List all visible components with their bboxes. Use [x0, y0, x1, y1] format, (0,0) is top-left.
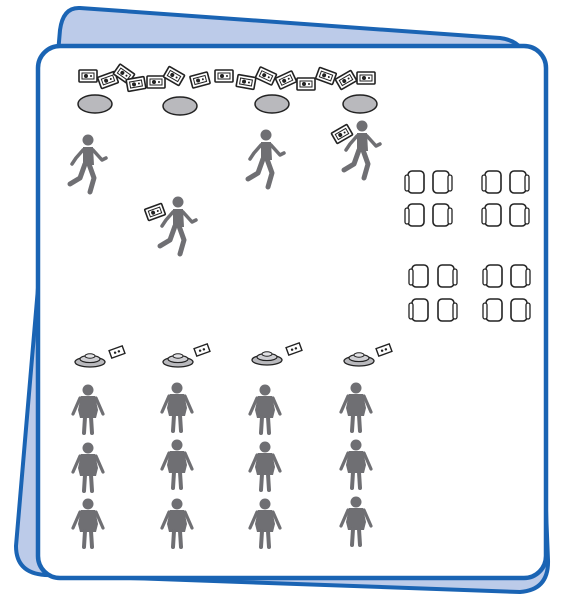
chair-icon — [482, 298, 503, 322]
oval-plate-icon — [77, 94, 113, 114]
chair-icon — [481, 203, 502, 227]
banknote-icon — [125, 75, 147, 93]
chair-icon — [510, 264, 531, 288]
chair-icon — [510, 298, 531, 322]
chair-icon — [437, 298, 458, 322]
chair-icon — [408, 298, 429, 322]
front-card — [35, 43, 549, 581]
banknote-icon — [356, 71, 376, 85]
chair-icon — [404, 170, 425, 194]
chair-icon — [432, 203, 453, 227]
chair-icon — [509, 203, 530, 227]
banknote-icon — [296, 77, 316, 91]
oval-plate-icon — [342, 94, 378, 114]
banknote-icon — [235, 73, 257, 91]
banknote-icon — [214, 69, 234, 83]
oval-plate-icon — [162, 96, 198, 116]
banknote-icon — [146, 75, 166, 89]
chair-icon — [404, 203, 425, 227]
chair-icon — [482, 264, 503, 288]
chair-icon — [509, 170, 530, 194]
oval-plate-icon — [254, 94, 290, 114]
chair-icon — [437, 264, 458, 288]
banknote-icon — [78, 69, 98, 83]
chair-icon — [408, 264, 429, 288]
chair-icon — [432, 170, 453, 194]
chair-icon — [481, 170, 502, 194]
plates-row — [77, 94, 378, 116]
